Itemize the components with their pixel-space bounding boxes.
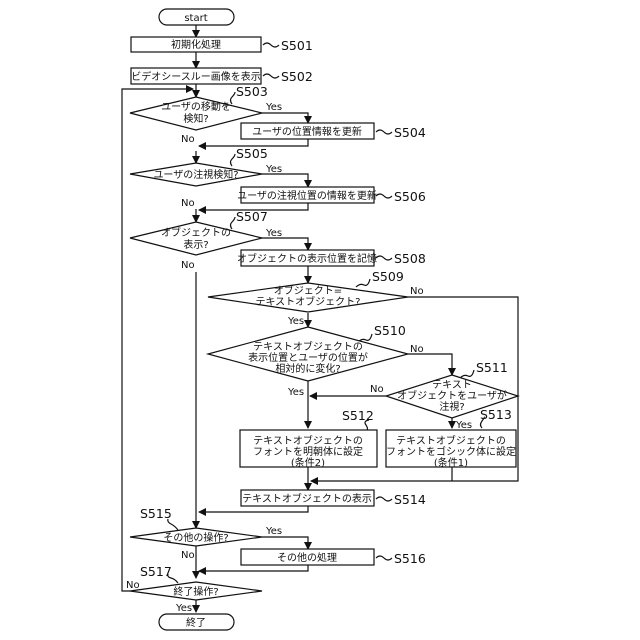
label-s501: S501 (281, 38, 313, 53)
s503-yes-label: Yes (265, 102, 282, 113)
step-s508-box: オブジェクトの表示位置を記憶 (237, 250, 377, 266)
decision-s517-text: 終了操作? (173, 585, 218, 598)
end-terminal: 終了 (159, 614, 234, 630)
step-s512-line-1: テキストオブジェクトの (253, 434, 363, 447)
start-label: start (184, 13, 207, 24)
s510-yes-label: Yes (287, 387, 304, 398)
label-s502: S502 (281, 69, 313, 84)
decision-s510-line-1: テキストオブジェクトの (253, 340, 363, 353)
decision-s517: 終了操作? (130, 582, 262, 600)
step-s513-line-3: (条件1) (434, 456, 468, 469)
step-s501-text: 初期化処理 (171, 38, 221, 51)
step-s502-text: ビデオシースルー画像を表示 (131, 70, 261, 83)
decision-s515-text: その他の操作? (163, 531, 228, 544)
s511-yes-label: Yes (455, 420, 472, 431)
label-s505: S505 (236, 146, 268, 161)
s507-yes-label: Yes (265, 228, 282, 239)
step-s501-box: 初期化処理 (131, 37, 261, 52)
label-s511: S511 (476, 360, 508, 375)
decision-s503-line-1: ユーザの移動を (161, 100, 231, 113)
step-s516-text: その他の処理 (277, 551, 337, 564)
s509-no-label: No (410, 286, 424, 297)
s515-no-label: No (181, 550, 195, 561)
step-s504-text: ユーザの位置情報を更新 (252, 125, 362, 138)
step-s516-box: その他の処理 (241, 549, 374, 565)
s511-no-label: No (370, 384, 384, 395)
step-s513-line-2: フォントをゴシック体に設定 (386, 445, 516, 458)
decision-s509: オブジェクト= テキストオブジェクト? (208, 283, 408, 312)
decision-s510-line-2: 表示位置とユーザの位置が (248, 351, 368, 364)
decision-s507-line-1: オブジェクトの (161, 226, 231, 239)
s505-yes-label: Yes (265, 164, 282, 175)
s503-no-label: No (181, 134, 195, 145)
s515-yes-label: Yes (265, 526, 282, 537)
label-s516: S516 (394, 551, 426, 566)
step-s504-box: ユーザの位置情報を更新 (241, 123, 374, 139)
label-s508: S508 (394, 251, 426, 266)
label-s513: S513 (480, 407, 512, 422)
start-terminal: start (159, 9, 234, 25)
step-s512-box: テキストオブジェクトの フォントを明朝体に設定 (条件2) (240, 430, 377, 469)
s517-no-label: No (126, 580, 140, 591)
label-s510: S510 (374, 323, 406, 338)
step-s506-text: ユーザの注視位置の情報を更新 (237, 189, 377, 202)
label-s509: S509 (372, 269, 404, 284)
label-s503: S503 (236, 84, 268, 99)
decision-s509-line-2: テキストオブジェクト? (255, 295, 360, 308)
step-s514-text: テキストオブジェクトの表示 (242, 492, 372, 505)
step-s508-text: オブジェクトの表示位置を記憶 (237, 252, 377, 265)
decision-s509-line-1: オブジェクト= (274, 284, 342, 297)
label-s517: S517 (140, 564, 172, 579)
s507-no-label: No (181, 260, 195, 271)
label-s512: S512 (342, 408, 374, 423)
decision-s510-line-3: 相対的に変化? (275, 362, 340, 375)
decision-s511-line-2: オブジェクトをユーザが (397, 389, 507, 402)
label-s515: S515 (140, 506, 172, 521)
label-s514: S514 (394, 492, 426, 507)
label-s504: S504 (394, 125, 426, 140)
s509-yes-label: Yes (287, 316, 304, 327)
decision-s515: その他の操作? (130, 528, 262, 546)
step-s512-line-2: フォントを明朝体に設定 (253, 445, 363, 458)
decision-s507-line-2: 表示? (183, 238, 208, 251)
step-s512-line-3: (条件2) (291, 456, 325, 469)
decision-s511-line-1: テキスト (432, 380, 472, 391)
decision-s503-line-2: 検知? (183, 112, 208, 125)
label-s506: S506 (394, 189, 426, 204)
step-s502-box: ビデオシースルー画像を表示 (131, 68, 261, 84)
label-s507: S507 (236, 209, 268, 224)
decision-s505-text: ユーザの注視検知? (153, 168, 238, 181)
decision-s505: ユーザの注視検知? (130, 163, 262, 186)
end-label: 終了 (186, 616, 206, 629)
decision-s511-line-3: 注視? (439, 400, 464, 413)
step-s506-box: ユーザの注視位置の情報を更新 (237, 187, 377, 203)
step-s513-box: テキストオブジェクトの フォントをゴシック体に設定 (条件1) (386, 430, 516, 469)
step-s513-line-1: テキストオブジェクトの (396, 434, 506, 447)
s505-no-label: No (181, 198, 195, 209)
step-s514-box: テキストオブジェクトの表示 (241, 490, 374, 506)
s517-yes-label: Yes (175, 603, 192, 614)
s510-no-label: No (410, 344, 424, 355)
